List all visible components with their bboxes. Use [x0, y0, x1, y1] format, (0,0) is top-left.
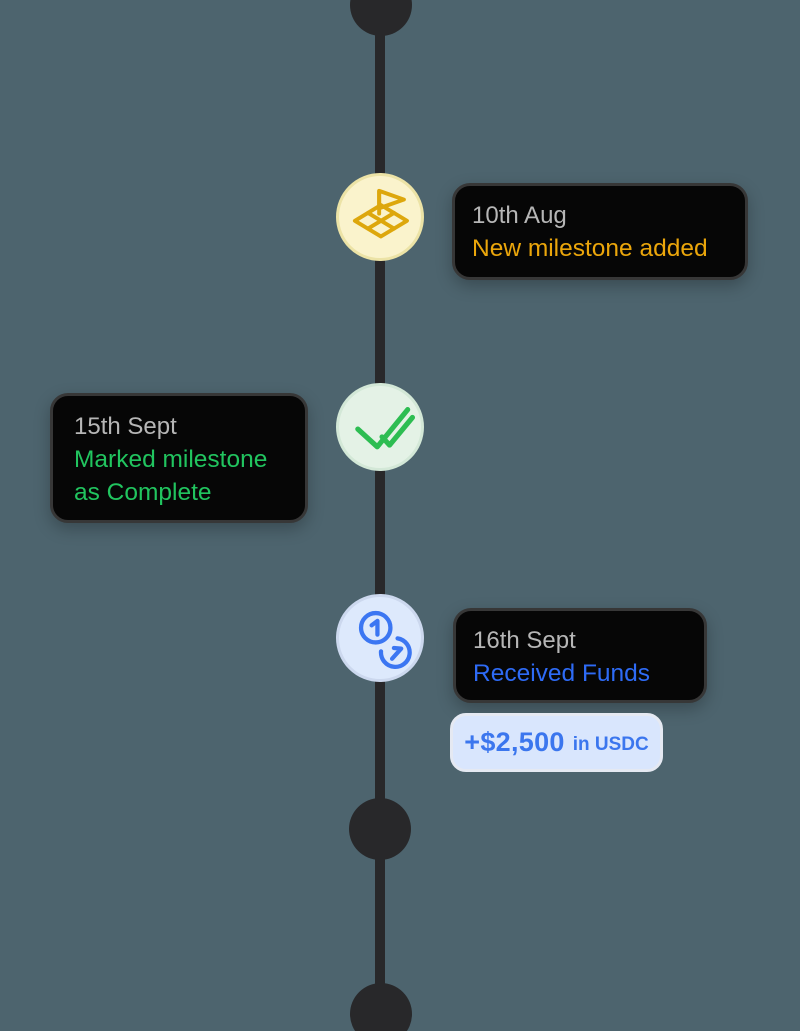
double-check-icon: [355, 407, 416, 450]
event-title: Marked milestone as Complete: [74, 446, 268, 506]
event-marker-received-funds[interactable]: [336, 594, 424, 682]
tooltip-milestone-added: 10th Aug New milestone added: [452, 183, 748, 280]
event-marker-milestone-complete[interactable]: [336, 383, 424, 471]
event-title: New milestone added: [472, 235, 708, 262]
funds-amount: +$2,500: [464, 727, 565, 757]
timeline-node-middle: [349, 798, 411, 860]
funds-currency: in USDC: [572, 733, 649, 755]
event-title: Received Funds: [473, 660, 651, 687]
tooltip-received-funds: 16th Sept Received Funds: [453, 608, 707, 703]
timeline-line: [375, 0, 385, 1016]
tooltip-milestone-complete: 15th Sept Marked milestone as Complete: [50, 393, 308, 523]
timeline-node-end: [350, 983, 412, 1031]
funds-amount-badge: +$2,500 in USDC: [450, 713, 663, 772]
coins-icon: [358, 610, 412, 669]
timeline-node-start: [350, 0, 412, 36]
flag-icon: [352, 188, 409, 239]
event-date: 10th Aug: [472, 202, 567, 229]
event-date: 15th Sept: [74, 413, 177, 440]
event-marker-milestone-added[interactable]: [336, 173, 424, 261]
event-date: 16th Sept: [473, 627, 576, 654]
